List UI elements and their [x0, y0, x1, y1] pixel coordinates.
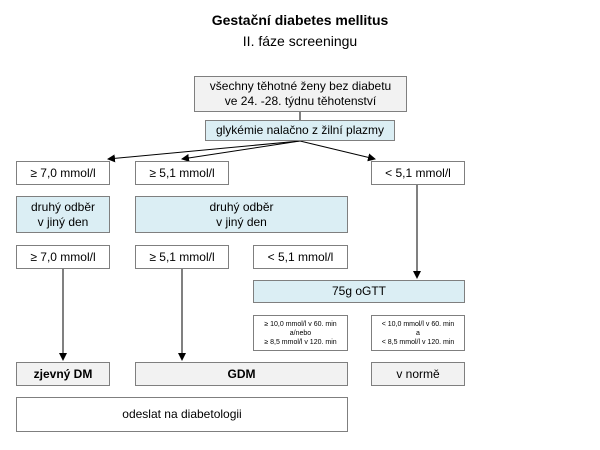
node-second-draw-left: druhý odběr v jiný den — [16, 196, 110, 233]
arrow-to-first-ge-5-1 — [181, 140, 301, 162]
node-referral: odeslat na diabetologii — [16, 397, 348, 432]
node-ogtt-negative: < 10,0 mmol/l v 60. min a < 8,5 mmol/l v… — [371, 315, 465, 351]
node-ogtt-positive: ≥ 10,0 mmol/l v 60. min a/nebo ≥ 8,5 mmo… — [253, 315, 348, 351]
diagram-subtitle: II. fáze screeningu — [242, 33, 358, 49]
node-fasting-glycemia: glykémie nalačno z žilní plazmy — [205, 120, 395, 141]
node-ogtt: 75g oGTT — [253, 280, 465, 303]
node-first-ge-5-1: ≥ 5,1 mmol/l — [135, 161, 229, 185]
node-overt-dm: zjevný DM — [16, 362, 110, 386]
node-normal: v normě — [371, 362, 465, 386]
node-first-lt-5-1: < 5,1 mmol/l — [371, 161, 465, 185]
arrow-to-first-ge-7 — [107, 140, 301, 163]
diagram-title: Gestační diabetes mellitus — [211, 12, 389, 28]
arrow-to-first-lt-5-1 — [299, 140, 376, 162]
node-second-ge-7: ≥ 7,0 mmol/l — [16, 245, 110, 269]
node-population: všechny těhotné ženy bez diabetu ve 24. … — [194, 76, 407, 112]
node-gdm: GDM — [135, 362, 348, 386]
node-first-ge-7: ≥ 7,0 mmol/l — [16, 161, 110, 185]
node-second-lt-5-1: < 5,1 mmol/l — [253, 245, 348, 269]
node-second-draw-middle: druhý odběr v jiný den — [135, 196, 348, 233]
node-second-ge-5-1: ≥ 5,1 mmol/l — [135, 245, 229, 269]
